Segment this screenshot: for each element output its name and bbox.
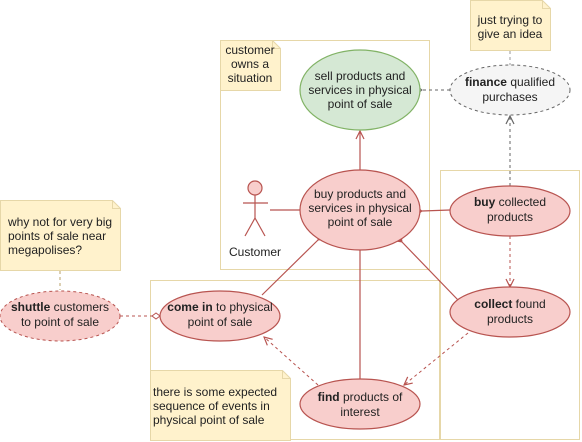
usecase-sell[interactable]: sell products and services in physical p…	[299, 49, 421, 131]
collect-rest: found	[512, 297, 545, 311]
finance-line1: finance qualified	[465, 75, 555, 89]
buycollected-line1: buy collected	[474, 195, 546, 209]
collect-bold: collect	[474, 297, 512, 311]
note-idea: just trying to give an idea	[470, 0, 551, 51]
comein-rest: to physical	[213, 300, 273, 314]
edge-buycollected-to-buy	[413, 207, 451, 215]
note-owns-line1: customer	[225, 43, 274, 57]
comein-line1: come in to physical	[167, 300, 272, 314]
sell-line3: point of sale	[328, 97, 393, 111]
edge-comein-to-buy	[261, 233, 325, 296]
note-idea-line2: give an idea	[478, 27, 543, 41]
find-line2: interest	[340, 405, 380, 419]
shuttle-line1: shuttle customers	[11, 300, 109, 314]
note-sequence-line1: there is some expected	[153, 385, 277, 399]
collect-line1: collect found	[474, 297, 545, 311]
note-sequence: there is some expected sequence of event…	[150, 370, 291, 441]
note-owns-line3: situation	[228, 71, 273, 85]
buy-line3: point of sale	[328, 215, 393, 229]
note-sequence-line2: sequence of events in	[153, 399, 270, 413]
usecase-buy[interactable]: buy products and services in physical po…	[299, 169, 421, 251]
shuttle-bold: shuttle	[11, 300, 51, 314]
frame-bottom	[150, 280, 440, 440]
buycollected-line2: products	[487, 210, 533, 224]
comein-bold: come in	[167, 300, 212, 314]
edge-find-to-comein	[264, 337, 319, 386]
sell-line1: sell products and	[315, 69, 406, 83]
edge-collect-to-buy	[395, 235, 459, 301]
note-owns-line2: owns a	[231, 57, 269, 71]
finance-line2: purchases	[482, 90, 537, 104]
usecase-buy-collected[interactable]: buy collected products	[449, 185, 571, 237]
usecase-find[interactable]: find products of interest	[299, 378, 421, 430]
note-sequence-line3: physical point of sale	[153, 413, 265, 427]
frame-top	[220, 40, 430, 270]
finance-rest: qualified	[507, 75, 555, 89]
usecase-come-in[interactable]: come in to physical point of sale	[159, 290, 281, 342]
buycollected-bold: buy	[474, 195, 496, 209]
find-bold: find	[318, 390, 340, 404]
frame-right	[440, 170, 580, 440]
collect-line2: products	[487, 312, 533, 326]
finance-bold: finance	[465, 75, 507, 89]
sell-line2: services in physical	[308, 83, 411, 97]
buy-line2: services in physical	[308, 201, 411, 215]
shuttle-line2: to point of sale	[21, 315, 99, 329]
usecase-shuttle[interactable]: shuttle customers to point of sale	[0, 290, 121, 342]
note-megapolises-line2: points of sale near	[8, 229, 106, 243]
usecase-collect-found[interactable]: collect found products	[449, 286, 571, 338]
note-owns: customer owns a situation	[220, 40, 281, 91]
find-line1: find products of	[318, 390, 403, 404]
note-megapolises-line1: why not for very big	[7, 215, 112, 229]
shuttle-rest: customers	[50, 300, 109, 314]
note-megapolises-line3: megapolises?	[8, 243, 82, 257]
actor-label: Customer	[229, 245, 281, 259]
comein-line2: point of sale	[188, 315, 253, 329]
note-megapolises: why not for very big points of sale near…	[0, 200, 121, 271]
actor-head-icon	[247, 180, 263, 196]
customer-actor[interactable]: Customer	[229, 180, 281, 259]
find-rest: products of	[340, 390, 403, 404]
note-idea-line1: just trying to	[477, 13, 543, 27]
usecase-finance[interactable]: finance qualified purchases	[449, 64, 571, 116]
edge-collect-to-find	[404, 332, 469, 385]
buy-line1: buy products and	[314, 187, 406, 201]
buycollected-rest: collected	[495, 195, 546, 209]
